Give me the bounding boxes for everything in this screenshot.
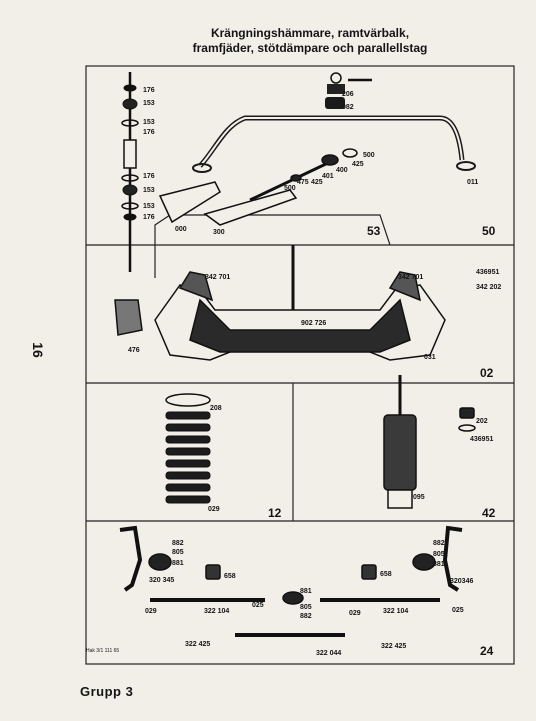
section-42: 42 [482,506,496,520]
part-number: 500 [284,185,296,192]
part-number: 029 [145,608,157,615]
part-number: 500 [363,152,375,159]
part-number: 436951 [476,269,499,276]
part-number: 322 425 [381,643,406,650]
part-number: 029 [349,610,361,617]
part-number: 322 104 [383,608,408,615]
part-number: 320346 [450,578,473,585]
part-number: 436951 [470,436,493,443]
part-number: 025 [452,607,464,614]
part-number: 300 [213,229,225,236]
part-number: 882 [433,540,445,547]
part-number: 031 [424,354,436,361]
lever-arms [158,148,358,226]
part-number: 475 [297,179,309,186]
part-number: 082 [342,104,354,111]
parallel-linkage [119,525,463,637]
part-number: 805 [433,551,445,558]
part-number: 095 [413,494,425,501]
part-number: 176 [143,87,155,94]
part-number: 153 [143,100,155,107]
part-number: 902 726 [301,320,326,327]
shock-absorber [383,375,476,509]
part-number: 176 [143,173,155,180]
part-number: 322 044 [316,650,341,657]
part-number: 805 [300,604,312,611]
part-number: 320 345 [149,577,174,584]
part-number: 153 [143,187,155,194]
part-number: 658 [380,571,392,578]
section-12: 12 [268,506,282,520]
part-number: 202 [476,418,488,425]
cross-member [114,245,446,361]
part-number: 208 [210,405,222,412]
section-50: 50 [482,224,496,238]
part-number-labels: 176 153 153 176 176 153 153 176 206 082 … [128,87,501,657]
part-number: 153 [143,119,155,126]
page-title: Krängningshämmare, ramtvärbalk, framfjäd… [150,26,470,56]
part-number: 401 [322,173,334,180]
part-number: 881 [433,561,445,568]
part-number: 425 [311,179,323,186]
part-number: 882 [172,540,184,547]
part-number: 342 701 [205,274,230,281]
part-number: 342 701 [398,274,423,281]
part-number: 882 [300,613,312,620]
section-53: 53 [367,224,381,238]
title-line-1: Krängningshämmare, ramtvärbalk, [210,26,410,40]
title-line-2: framfjäder, stötdämpare och parallellsta… [192,41,428,55]
part-number: 029 [208,506,220,513]
part-number: 658 [224,573,236,580]
part-number: 322 425 [185,641,210,648]
part-number: 881 [300,588,312,595]
section-02: 02 [480,366,494,380]
part-number: 011 [467,179,478,186]
part-number: 476 [128,347,140,354]
part-number: 342 202 [476,284,501,291]
part-number: 176 [143,129,155,136]
rubber-bushing-bracket [325,72,372,109]
section-24: 24 [480,644,494,658]
part-number: 176 [143,214,155,221]
part-number: 805 [172,549,184,556]
coil-spring [165,393,211,504]
part-number: 153 [143,203,155,210]
part-number: 400 [336,167,348,174]
part-number: 025 [252,602,264,609]
part-number: 881 [172,560,184,567]
part-number: 206 [342,91,354,98]
link-stack [121,72,139,272]
stabilizer-bar [192,115,476,173]
drawing-code: Hak 3/1 111 65 [86,648,120,654]
group-label: Grupp 3 [80,684,134,699]
part-number: 425 [352,161,364,168]
section-labels: 50 53 02 12 42 24 [268,224,496,658]
part-number: 000 [175,226,187,233]
part-number: 322 104 [204,608,229,615]
